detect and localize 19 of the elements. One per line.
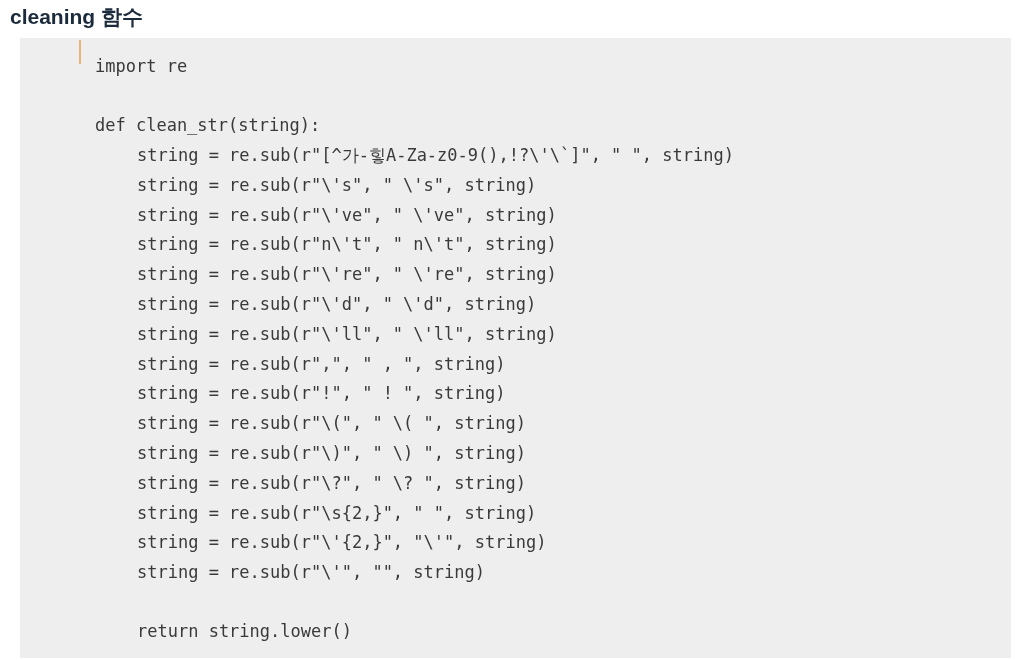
code-line: string = re.sub(r"!", " ! ", string)	[137, 382, 506, 406]
code-line: import re	[95, 55, 188, 78]
code-line: string = re.sub(r"\s{2,}", " ", string)	[137, 501, 537, 525]
code-line: string = re.sub(r"\'ll", " \'ll", string)	[137, 322, 557, 346]
code-line: string = re.sub(r"\'", "", string)	[137, 561, 485, 585]
code-line: string = re.sub(r",", " , ", string)	[137, 352, 506, 376]
code-line: def clean_str(string):	[95, 114, 321, 137]
heading: cleaning 함수	[10, 4, 144, 30]
code-line: string = re.sub(r"n\'t", " n\'t", string)	[137, 233, 557, 257]
code-line: string = re.sub(r"\(", " \( ", string)	[137, 412, 526, 436]
code-line: string = re.sub(r"[^가-힣A-Za-z0-9(),!?\'\`]", " ", string)	[137, 144, 734, 167]
code-line: string = re.sub(r"\'d", " \'d", string)	[137, 293, 537, 316]
code-line: string = re.sub(r"\)", " \) ", string)	[137, 442, 526, 465]
code-line: return string.lower()	[137, 620, 352, 643]
code-line: string = re.sub(r"\?", " \? ", string)	[137, 471, 526, 495]
code-line: string = re.sub(r"\'re", " \'re", string)	[137, 263, 557, 287]
code-line: string = re.sub(r"\'ve", " \'ve", string)	[137, 203, 557, 227]
code-line: string = re.sub(r"\'{2,}", "\'", string)	[137, 531, 547, 555]
code-line: string = re.sub(r"\'s", " \'s", string)	[137, 173, 537, 197]
